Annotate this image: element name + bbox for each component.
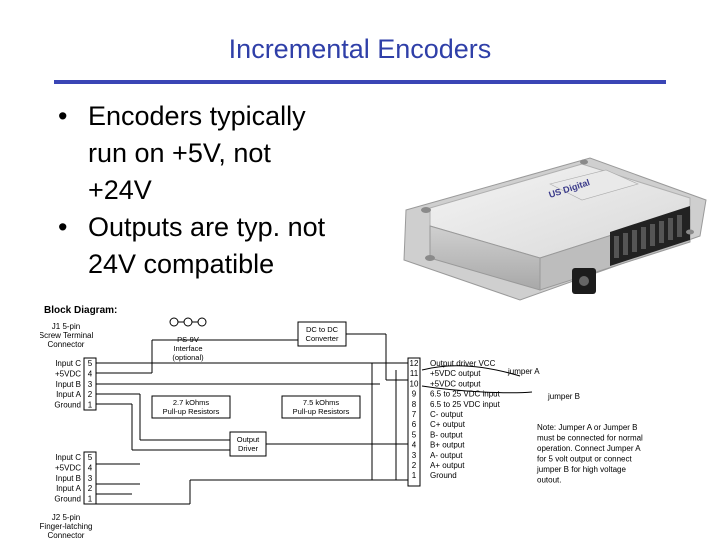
diagram-heading: Block Diagram: [44, 305, 117, 316]
jumper-b-label: jumper B [547, 392, 580, 401]
pullup-27-label: Pull-up Resistors [163, 407, 220, 416]
pin-number: 2 [88, 484, 93, 493]
jumper-note: Note: Jumper A or Jumper B must be connec… [536, 423, 643, 485]
pin-number: 7 [412, 410, 417, 419]
pin-label: B+ output [430, 441, 465, 450]
jumper-a-label: jumper A [507, 367, 540, 376]
right-pins: 12 Output driver VCC 11 +5VDC output 10 +5VDC… [410, 359, 501, 480]
pin-label: Ground [54, 495, 81, 504]
bullet-text-cont: +24V [88, 175, 152, 205]
pin-label: Input C [55, 359, 81, 368]
pin-number: 9 [412, 390, 417, 399]
bullet-item: • Encoders typically run on +5V, not +24… [58, 98, 398, 209]
pin-label: C+ output [430, 420, 466, 429]
j2-label: Connector [48, 531, 85, 540]
pin-label: 6.5 to 25 VDC input [430, 390, 501, 399]
bullet-text: Outputs are typ. not [88, 212, 326, 242]
dcdc-label: DC to DC [306, 325, 339, 334]
pin-label: 6.5 to 25 VDC input [430, 400, 501, 409]
pin-label: Input A [56, 390, 82, 399]
terminal-screws [614, 215, 682, 258]
pullup-75-label: 7.5 kOhms [303, 398, 340, 407]
pin-number: 11 [410, 369, 419, 378]
bullet-item: • Outputs are typ. not 24V compatible [58, 209, 398, 283]
pin-number: 2 [88, 390, 93, 399]
j2-label: Finger-latching [40, 522, 92, 531]
pin-label: +5VDC output [430, 369, 481, 378]
pin-number: 10 [410, 379, 419, 388]
pin-label: Output driver VCC [430, 359, 496, 368]
ps9v-label: Interface [173, 344, 202, 353]
slide-title: Incremental Encoders [228, 34, 492, 64]
pin-label: +5VDC output [430, 379, 481, 388]
pin-label: Input B [56, 474, 81, 483]
note-line: Note: Jumper A or Jumper B [537, 423, 638, 432]
bullet-dot-icon: • [58, 212, 68, 242]
bullet-list: • Encoders typically run on +5V, not +24… [58, 98, 398, 283]
encoder-interface-photo: US Digital [403, 157, 707, 301]
pin-number: 3 [412, 451, 417, 460]
pin-number: 5 [88, 359, 93, 368]
title-underline [54, 80, 666, 84]
pin-label: A- output [430, 451, 463, 460]
pin-number: 2 [412, 461, 417, 470]
note-line: jumper B for high voltage [536, 465, 626, 474]
note-line: must be connected for normal [537, 434, 643, 443]
pin-number: 8 [412, 400, 417, 409]
note-line: operation. Connect Jumper A [537, 444, 641, 453]
pin-label: B- output [430, 430, 463, 439]
pin-number: 1 [88, 495, 93, 504]
pin-number: 3 [88, 380, 93, 389]
block-diagram: Block Diagram: J1 5-pin Screw Terminal C… [40, 305, 643, 540]
dcdc-label: Converter [306, 334, 339, 343]
j1-label: Screw Terminal [40, 331, 93, 340]
pin-label: Ground [54, 401, 81, 410]
pullup-75-label: Pull-up Resistors [293, 407, 350, 416]
pin-number: 1 [88, 401, 93, 410]
pin-label: +5VDC [55, 369, 81, 378]
pin-number: 4 [88, 463, 93, 472]
pin-number: 6 [412, 420, 417, 429]
pin-label: Ground [430, 471, 457, 480]
ps9v-label: PS-9V [177, 335, 199, 344]
j2-label: J2 5-pin [52, 513, 80, 522]
bullet-text-cont: 24V compatible [88, 249, 275, 279]
pin-number: 1 [412, 471, 417, 480]
j1-label: J1 5-pin [52, 322, 80, 331]
pin-label: A+ output [430, 461, 465, 470]
j1-label: Connector [48, 340, 85, 349]
pin-label: Input A [56, 484, 82, 493]
pin-number: 4 [412, 441, 417, 450]
pullup-27-label: 2.7 kOhms [173, 398, 210, 407]
pin-number: 5 [412, 430, 417, 439]
note-line: for 5 volt output or connect [537, 455, 633, 464]
pin-label: Input C [55, 453, 81, 462]
pin-label: C- output [430, 410, 464, 419]
output-driver-label: Output [237, 435, 260, 444]
pin-label: +5VDC [55, 463, 81, 472]
bullet-dot-icon: • [58, 101, 68, 131]
pin-number: 4 [88, 369, 93, 378]
output-driver-label: Driver [238, 444, 259, 453]
ps9v-label: (optional) [172, 353, 204, 362]
bullet-text-cont: run on +5V, not [88, 138, 271, 168]
pin-number: 3 [88, 474, 93, 483]
bullet-text: Encoders typically [88, 101, 306, 131]
pin-label: Input B [56, 380, 81, 389]
note-line: outout. [537, 476, 561, 485]
pin-number: 5 [88, 453, 93, 462]
pin-number: 12 [410, 359, 419, 368]
